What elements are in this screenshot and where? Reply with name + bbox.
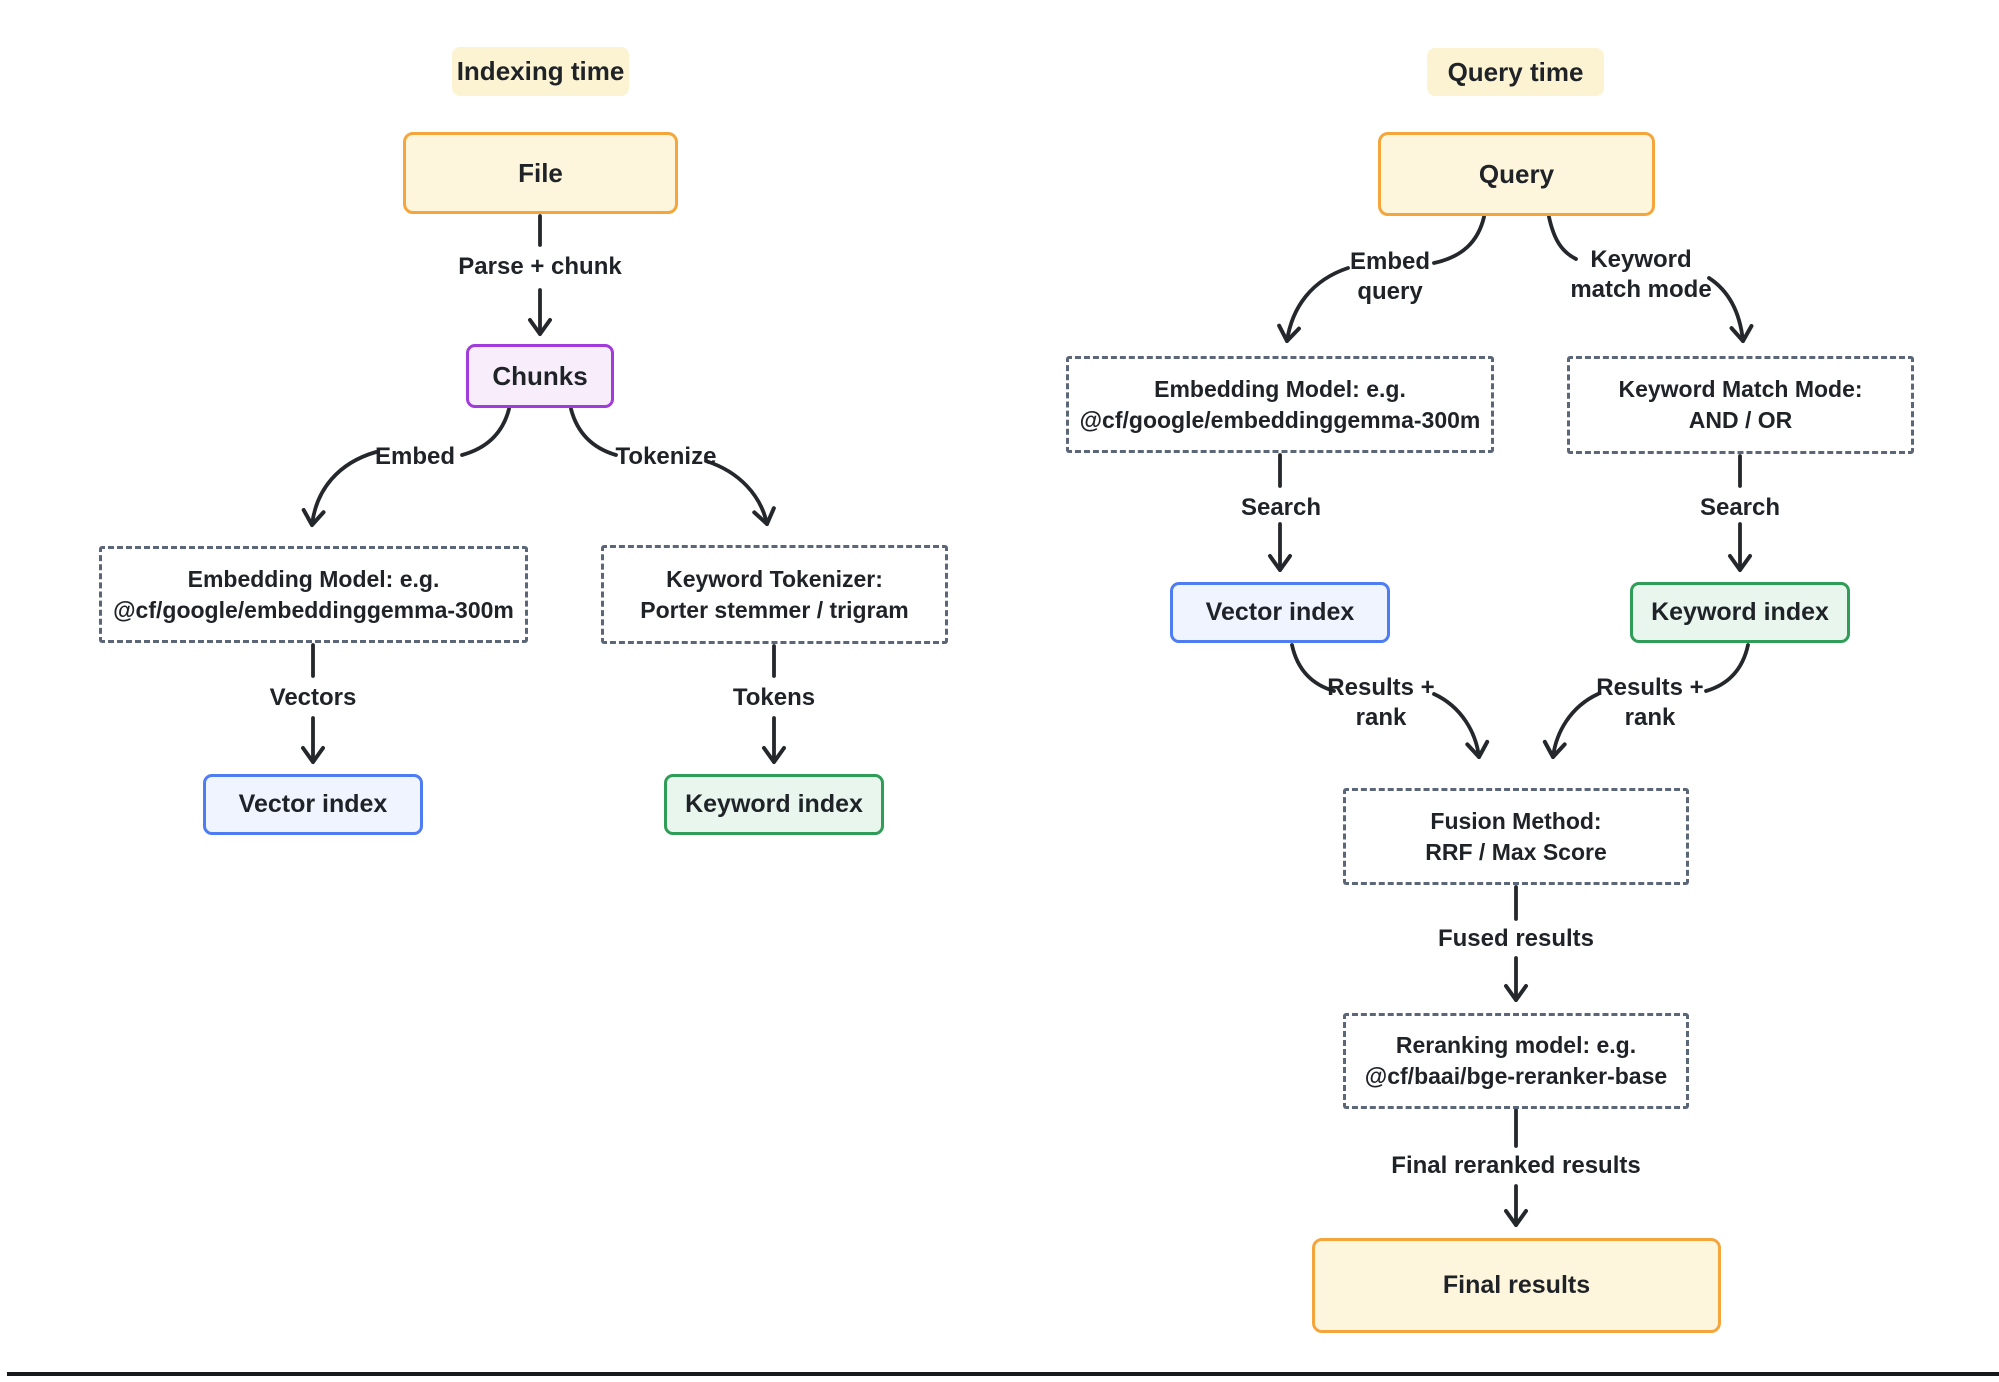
vector-index-node-indexing: Vector index bbox=[203, 774, 423, 835]
keyword-match-mode-edge-label: Keyword match mode bbox=[1570, 246, 1712, 303]
results-rank-left-edge-label: Results + rank bbox=[1327, 674, 1435, 731]
query-time-badge: Query time bbox=[1427, 48, 1604, 96]
fusion-method-node: Fusion Method: RRF / Max Score bbox=[1343, 788, 1689, 885]
query-time-badge-label: Query time bbox=[1447, 56, 1584, 87]
embed-edge-label: Embed bbox=[374, 443, 455, 470]
keyword-index-node-indexing: Keyword index bbox=[664, 774, 884, 835]
edge-chunks-to-embed-label bbox=[460, 407, 511, 457]
tokenize-edge-label: Tokenize bbox=[615, 443, 717, 470]
tokens-edge-label: Tokens bbox=[732, 684, 816, 711]
edge-results-left-label-to-fusion bbox=[1432, 692, 1490, 759]
edge-keyword-index-to-results-label bbox=[1704, 643, 1750, 693]
edge-vector-index-to-results-label bbox=[1290, 643, 1336, 693]
edge-tokenize-label-to-keyword-tokenizer bbox=[704, 459, 776, 526]
edge-keyword-match-label-to-match-mode bbox=[1707, 276, 1754, 343]
keyword-match-mode-node: Keyword Match Mode: AND / OR bbox=[1567, 356, 1914, 454]
final-results-node: Final results bbox=[1312, 1238, 1721, 1333]
edge-results-right-label-to-fusion bbox=[1542, 692, 1600, 759]
chunks-node-label: Chunks bbox=[492, 360, 588, 391]
edge-query-to-embed-query-label bbox=[1432, 215, 1486, 265]
final-reranked-results-edge-label: Final reranked results bbox=[1391, 1152, 1641, 1179]
search-right-edge-label: Search bbox=[1699, 494, 1781, 521]
vector-index-node-query: Vector index bbox=[1170, 582, 1390, 643]
embedding-model-node-query: Embedding Model: e.g. @cf/google/embeddi… bbox=[1066, 356, 1494, 453]
fused-results-edge-label: Fused results bbox=[1437, 925, 1595, 952]
query-node: Query bbox=[1378, 132, 1655, 216]
parse-chunk-edge-label: Parse + chunk bbox=[458, 253, 622, 280]
embed-query-edge-label: Embed query bbox=[1349, 248, 1430, 305]
vectors-edge-label: Vectors bbox=[269, 684, 357, 711]
file-node: File bbox=[403, 132, 678, 214]
search-left-edge-label: Search bbox=[1240, 494, 1322, 521]
keyword-index-node-query: Keyword index bbox=[1630, 582, 1850, 643]
window-bottom-edge bbox=[7, 1372, 1999, 1376]
edge-embed-label-to-embedding-model bbox=[301, 450, 378, 527]
query-node-label: Query bbox=[1478, 158, 1555, 189]
edge-embed-query-label-to-embedding-model bbox=[1277, 266, 1350, 343]
edge-chunks-to-tokenize-label bbox=[569, 407, 618, 457]
indexing-time-badge-label: Indexing time bbox=[456, 56, 625, 86]
keyword-tokenizer-node: Keyword Tokenizer: Porter stemmer / trig… bbox=[601, 545, 948, 644]
edge-query-to-keyword-match-label bbox=[1547, 215, 1578, 261]
reranking-model-node: Reranking model: e.g. @cf/baai/bge-reran… bbox=[1343, 1013, 1689, 1109]
embedding-model-node-indexing: Embedding Model: e.g. @cf/google/embeddi… bbox=[99, 546, 528, 643]
results-rank-right-edge-label: Results + rank bbox=[1596, 674, 1704, 731]
chunks-node: Chunks bbox=[466, 344, 614, 408]
file-node-label: File bbox=[518, 157, 563, 188]
indexing-time-badge: Indexing time bbox=[452, 47, 629, 96]
